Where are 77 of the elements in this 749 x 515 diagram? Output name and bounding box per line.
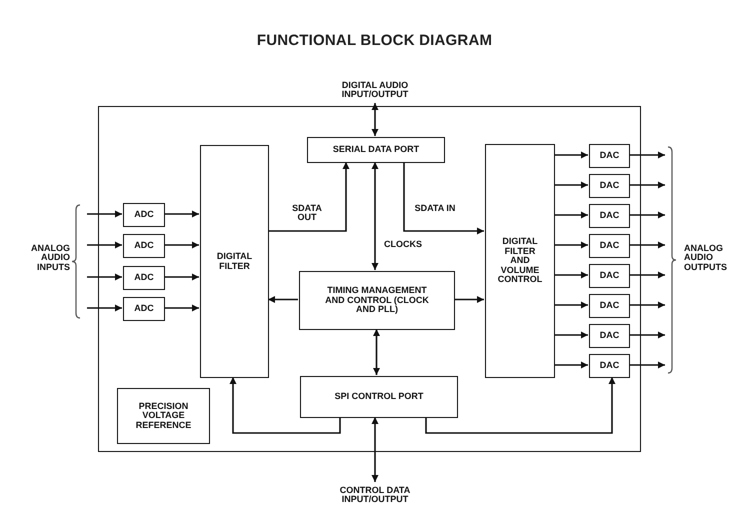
adc-block	[123, 266, 165, 290]
arrow	[372, 162, 378, 270]
control-port-block	[300, 376, 458, 418]
arrow	[554, 152, 588, 158]
arrow	[629, 212, 665, 218]
dac-block	[589, 234, 630, 258]
arrow	[164, 304, 199, 312]
side-label: ANALOG AUDIO OUTPUTS	[684, 244, 728, 272]
arrow	[164, 274, 199, 280]
adc-block	[123, 234, 165, 258]
block-label: DAC	[600, 361, 620, 371]
arrow	[164, 210, 199, 218]
arrow	[87, 242, 122, 248]
arrow	[87, 274, 122, 280]
dac-block	[589, 324, 630, 348]
arrow	[373, 329, 380, 375]
block-label: DAC	[600, 301, 620, 311]
block-label: PRECISION VOLTAGE REFERENCE	[134, 402, 192, 430]
arrow	[554, 302, 588, 308]
arrow	[403, 162, 484, 234]
arrow	[629, 332, 665, 338]
arrow	[629, 272, 665, 278]
block-label: DAC	[600, 211, 620, 221]
adc-block	[123, 297, 165, 321]
arrow	[372, 103, 378, 136]
arrow	[629, 182, 665, 188]
port-label: DIGITAL AUDIO INPUT/OUTPUT	[340, 80, 410, 100]
filter-volume-block	[485, 144, 555, 378]
arrow	[554, 182, 588, 188]
arrow	[164, 242, 199, 248]
block-label: SERIAL DATA PORT	[332, 145, 420, 155]
arrow	[629, 362, 665, 368]
arrow	[629, 302, 665, 308]
block-label: DAC	[600, 151, 620, 161]
arrow	[372, 417, 378, 482]
arrow	[629, 152, 665, 158]
voltage-reference-block	[117, 388, 210, 444]
arrow	[554, 212, 588, 218]
timing-block	[299, 271, 455, 330]
arrow	[629, 242, 665, 248]
arrow	[554, 332, 588, 338]
port-label: CONTROL DATA INPUT/OUTPUT	[338, 486, 412, 504]
arrow	[87, 210, 122, 218]
arrow	[425, 377, 616, 434]
dac-block	[589, 264, 630, 288]
block-label: SPI CONTROL PORT	[334, 392, 424, 402]
block-label: DIGITAL FILTER AND VOLUME CONTROL	[496, 237, 544, 285]
serial-port-block	[307, 137, 445, 163]
block-label: DAC	[600, 271, 620, 281]
edge-label: SDATA IN	[412, 204, 458, 214]
block-label: ADC	[134, 241, 154, 251]
diagram-title: FUNCTIONAL BLOCK DIAGRAM	[256, 32, 494, 49]
arrow	[554, 362, 588, 368]
dac-block	[589, 174, 630, 198]
dac-block	[589, 204, 630, 228]
block-label: DAC	[600, 181, 620, 191]
block-label: TIMING MANAGEMENT AND CONTROL (CLOCK AND PLL)	[324, 286, 430, 315]
arrow	[454, 296, 484, 303]
chip-outline	[98, 106, 641, 452]
dac-block	[589, 294, 630, 318]
side-label: ANALOG AUDIO INPUTS	[30, 244, 70, 272]
arrow	[268, 162, 350, 232]
arrow	[554, 242, 588, 248]
arrow	[268, 296, 298, 303]
block-label: DAC	[600, 331, 620, 341]
adc-block	[123, 203, 165, 227]
arrow	[87, 304, 122, 312]
filter-block	[200, 145, 269, 378]
arrow	[554, 272, 588, 278]
arrow	[230, 377, 341, 434]
block-label: ADC	[134, 304, 154, 314]
block-label: ADC	[134, 210, 154, 220]
dac-block	[589, 354, 630, 378]
block-label: ADC	[134, 273, 154, 283]
block-label: DAC	[600, 241, 620, 251]
dac-block	[589, 144, 630, 168]
block-label: DIGITAL FILTER	[216, 252, 254, 271]
